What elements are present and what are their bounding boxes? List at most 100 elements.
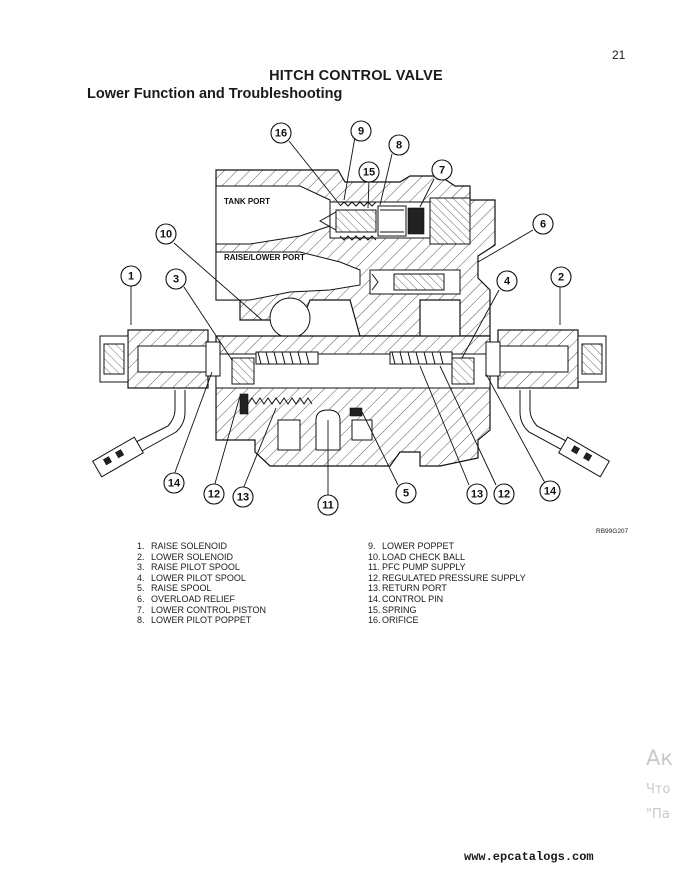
callout-number: 8	[396, 140, 402, 152]
callout-12: 12	[493, 483, 515, 505]
callout-number: 1	[128, 271, 134, 283]
lower-spool	[389, 351, 453, 365]
callout-12: 12	[203, 483, 225, 505]
callout-circle	[493, 483, 515, 505]
overload-relief-spool	[393, 273, 445, 291]
callout-number: 4	[504, 276, 511, 288]
raise-lower-port-cavity	[215, 251, 361, 301]
callout-number: 12	[208, 489, 220, 501]
callout-circle	[350, 120, 372, 142]
callout-4: 4	[496, 270, 518, 292]
legend-item: 15.SPRING	[368, 604, 417, 615]
callout-circle	[120, 265, 142, 287]
legend-column-2: 9.LOWER POPPET 10.LOAD CHECK BALL 11.PFC…	[368, 541, 526, 626]
callout-8: 8	[388, 134, 410, 156]
callout-circle	[163, 472, 185, 494]
callout-11: 11	[317, 494, 339, 516]
document-title: HITCH CONTROL VALVE	[269, 68, 443, 84]
legend-item: 3.RAISE PILOT SPOOL	[137, 562, 240, 573]
callout-number: 12	[498, 489, 510, 501]
callout-13: 13	[232, 486, 254, 508]
footer-url-link[interactable]: www.epcatalogs.com	[464, 850, 594, 864]
callout-circle	[395, 482, 417, 504]
callout-circle	[466, 483, 488, 505]
callout-1: 1	[120, 265, 142, 287]
watermark-line-3: "Па	[646, 807, 670, 822]
callout-circle	[388, 134, 410, 156]
raise-spool	[255, 351, 319, 365]
watermark-line-2: Что	[646, 782, 671, 797]
callout-circle	[270, 122, 292, 144]
callout-number: 7	[439, 165, 445, 177]
watermark-line-1: Ак	[646, 746, 674, 770]
callout-number: 5	[403, 488, 409, 500]
callout-number: 3	[173, 274, 179, 286]
legend-item: 16.ORIFICE	[368, 615, 419, 626]
load-check-ball	[269, 297, 311, 339]
callout-number: 14	[168, 478, 181, 490]
callout-circle	[155, 223, 177, 245]
callout-number: 10	[160, 229, 172, 241]
callout-15: 15	[358, 161, 380, 183]
return-passage-left	[277, 419, 301, 451]
lower-solenoid	[485, 329, 610, 478]
callout-number: 11	[322, 500, 334, 512]
callout-number: 9	[358, 126, 364, 138]
callout-14: 14	[539, 480, 561, 502]
callout-circle	[165, 268, 187, 290]
document-subtitle: Lower Function and Troubleshooting	[87, 86, 343, 102]
callout-7: 7	[431, 159, 453, 181]
spring-15	[339, 201, 377, 241]
raise-lower-port-label: RAISE/LOWER PORT	[224, 253, 305, 262]
legend-item: 11.PFC PUMP SUPPLY	[368, 562, 466, 573]
callout-number: 6	[540, 219, 546, 231]
raise-solenoid	[92, 329, 221, 478]
legend-item: 10.LOAD CHECK BALL	[368, 551, 466, 562]
raise-pilot-spool	[231, 357, 255, 385]
lower-control-piston	[407, 207, 425, 235]
legend-item: 4.LOWER PILOT SPOOL	[137, 572, 246, 583]
spring-seat	[239, 393, 249, 415]
callout-16: 16	[270, 122, 292, 144]
figure-code: RB99G207	[596, 528, 629, 535]
callout-circle	[539, 480, 561, 502]
callout-circle	[532, 213, 554, 235]
tank-port-label: TANK PORT	[224, 197, 270, 206]
lower-pilot-spool	[451, 357, 475, 385]
callout-circle	[496, 270, 518, 292]
leader-lines	[130, 136, 561, 497]
callout-14: 14	[163, 472, 185, 494]
callout-10: 10	[155, 223, 177, 245]
callout-13: 13	[466, 483, 488, 505]
callout-3: 3	[165, 268, 187, 290]
legend-column-1: 1.RAISE SOLENOID 2.LOWER SOLENOID 3.RAIS…	[137, 541, 266, 626]
callout-circle	[550, 266, 572, 288]
legend-item: 1.RAISE SOLENOID	[137, 541, 228, 551]
control-pin-plug	[349, 407, 363, 417]
legend-item: 5.RAISE SPOOL	[137, 583, 212, 594]
callout-number: 15	[363, 167, 375, 179]
callout-circle	[203, 483, 225, 505]
callout-circle	[232, 486, 254, 508]
callout-number: 16	[275, 128, 287, 140]
callout-5: 5	[395, 482, 417, 504]
page-number: 21	[612, 48, 626, 62]
lower-poppet	[335, 209, 377, 233]
legend-item: 6.OVERLOAD RELIEF	[137, 593, 236, 604]
legend-item: 2.LOWER SOLENOID	[137, 551, 234, 562]
piston-cap	[429, 197, 471, 245]
callout-2: 2	[550, 266, 572, 288]
lower-pilot-poppet	[377, 205, 407, 237]
legend-item: 13.RETURN PORT	[368, 583, 447, 594]
legend-item: 12.REGULATED PRESSURE SUPPLY	[368, 572, 526, 583]
callout-number: 2	[558, 272, 564, 284]
callout-6: 6	[532, 213, 554, 235]
legend-item: 9.LOWER POPPET	[368, 541, 455, 551]
callout-circle	[431, 159, 453, 181]
callout-circle	[358, 161, 380, 183]
legend-item: 14.CONTROL PIN	[368, 593, 444, 604]
legend-item: 7.LOWER CONTROL PISTON	[137, 604, 267, 615]
callout-9: 9	[350, 120, 372, 142]
